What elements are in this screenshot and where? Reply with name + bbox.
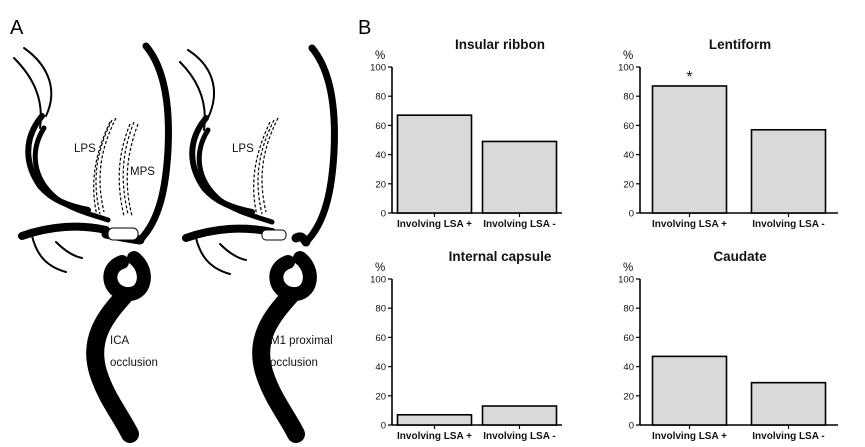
perforators-m1 xyxy=(253,117,279,217)
bar xyxy=(750,381,827,426)
chart-title: Internal capsule xyxy=(449,249,552,264)
category-label: Involving LSA + xyxy=(397,431,472,442)
caption-m1-line2: occlusion xyxy=(270,357,318,369)
y-tick-label: 60 xyxy=(375,121,386,132)
chart-title: Insular ribbon xyxy=(455,37,545,52)
y-tick-label: 60 xyxy=(375,333,386,344)
bar xyxy=(481,140,558,214)
y-tick-label: 80 xyxy=(375,92,386,103)
y-tick-label: 80 xyxy=(623,92,634,103)
chart-title: Lentiform xyxy=(709,37,771,52)
y-tick-label: 100 xyxy=(370,275,386,286)
y-axis-unit: % xyxy=(623,262,633,274)
significance-marker: * xyxy=(686,69,692,86)
y-tick-label: 40 xyxy=(375,362,386,373)
y-tick-label: 60 xyxy=(623,333,634,344)
vessel-diagram-m1 xyxy=(179,44,338,443)
vessel-diagram-ica xyxy=(13,42,172,443)
y-axis-unit: % xyxy=(375,50,385,62)
category-label: Involving LSA - xyxy=(483,431,555,442)
category-label: Involving LSA - xyxy=(752,219,824,230)
y-tick-label: 0 xyxy=(629,421,634,432)
y-tick-label: 80 xyxy=(623,304,634,315)
y-tick-label: 20 xyxy=(375,391,386,402)
y-tick-label: 40 xyxy=(375,150,386,161)
bar xyxy=(396,413,473,426)
occlusion-patch-m1 xyxy=(261,229,287,241)
label-lps-right: LPS xyxy=(232,143,254,155)
y-tick-label: 100 xyxy=(370,63,386,74)
caption-m1-line1: M1 proximal xyxy=(270,335,333,347)
y-tick-label: 40 xyxy=(623,362,634,373)
bar xyxy=(481,405,558,426)
chart-title: Caudate xyxy=(713,249,767,264)
panel-b-label: B xyxy=(358,17,371,39)
perforators-ica xyxy=(93,117,139,217)
category-label: Involving LSA - xyxy=(752,431,824,442)
y-tick-label: 60 xyxy=(623,121,634,132)
y-tick-label: 100 xyxy=(618,275,634,286)
y-tick-label: 20 xyxy=(623,391,634,402)
bar xyxy=(651,355,728,426)
bar xyxy=(750,128,827,214)
y-tick-label: 0 xyxy=(381,421,386,432)
y-tick-label: 40 xyxy=(623,150,634,161)
y-axis-unit: % xyxy=(623,50,633,62)
y-tick-label: 20 xyxy=(375,179,386,190)
bar xyxy=(396,114,473,214)
category-label: Involving LSA + xyxy=(652,431,727,442)
bar xyxy=(651,85,728,214)
category-label: Involving LSA - xyxy=(483,219,555,230)
category-label: Involving LSA + xyxy=(397,219,472,230)
caption-ica-line1: ICA xyxy=(110,335,130,347)
y-tick-label: 20 xyxy=(623,179,634,190)
y-axis-unit: % xyxy=(375,262,385,274)
y-tick-label: 0 xyxy=(629,209,634,220)
label-lps-left: LPS xyxy=(74,143,96,155)
y-tick-label: 100 xyxy=(618,63,634,74)
panel-a-label: A xyxy=(10,17,24,39)
y-tick-label: 0 xyxy=(381,209,386,220)
y-tick-label: 80 xyxy=(375,304,386,315)
label-mps-left: MPS xyxy=(130,166,155,178)
category-label: Involving LSA + xyxy=(652,219,727,230)
occlusion-patch-ica xyxy=(107,227,139,241)
caption-ica-line2: occlusion xyxy=(110,357,158,369)
